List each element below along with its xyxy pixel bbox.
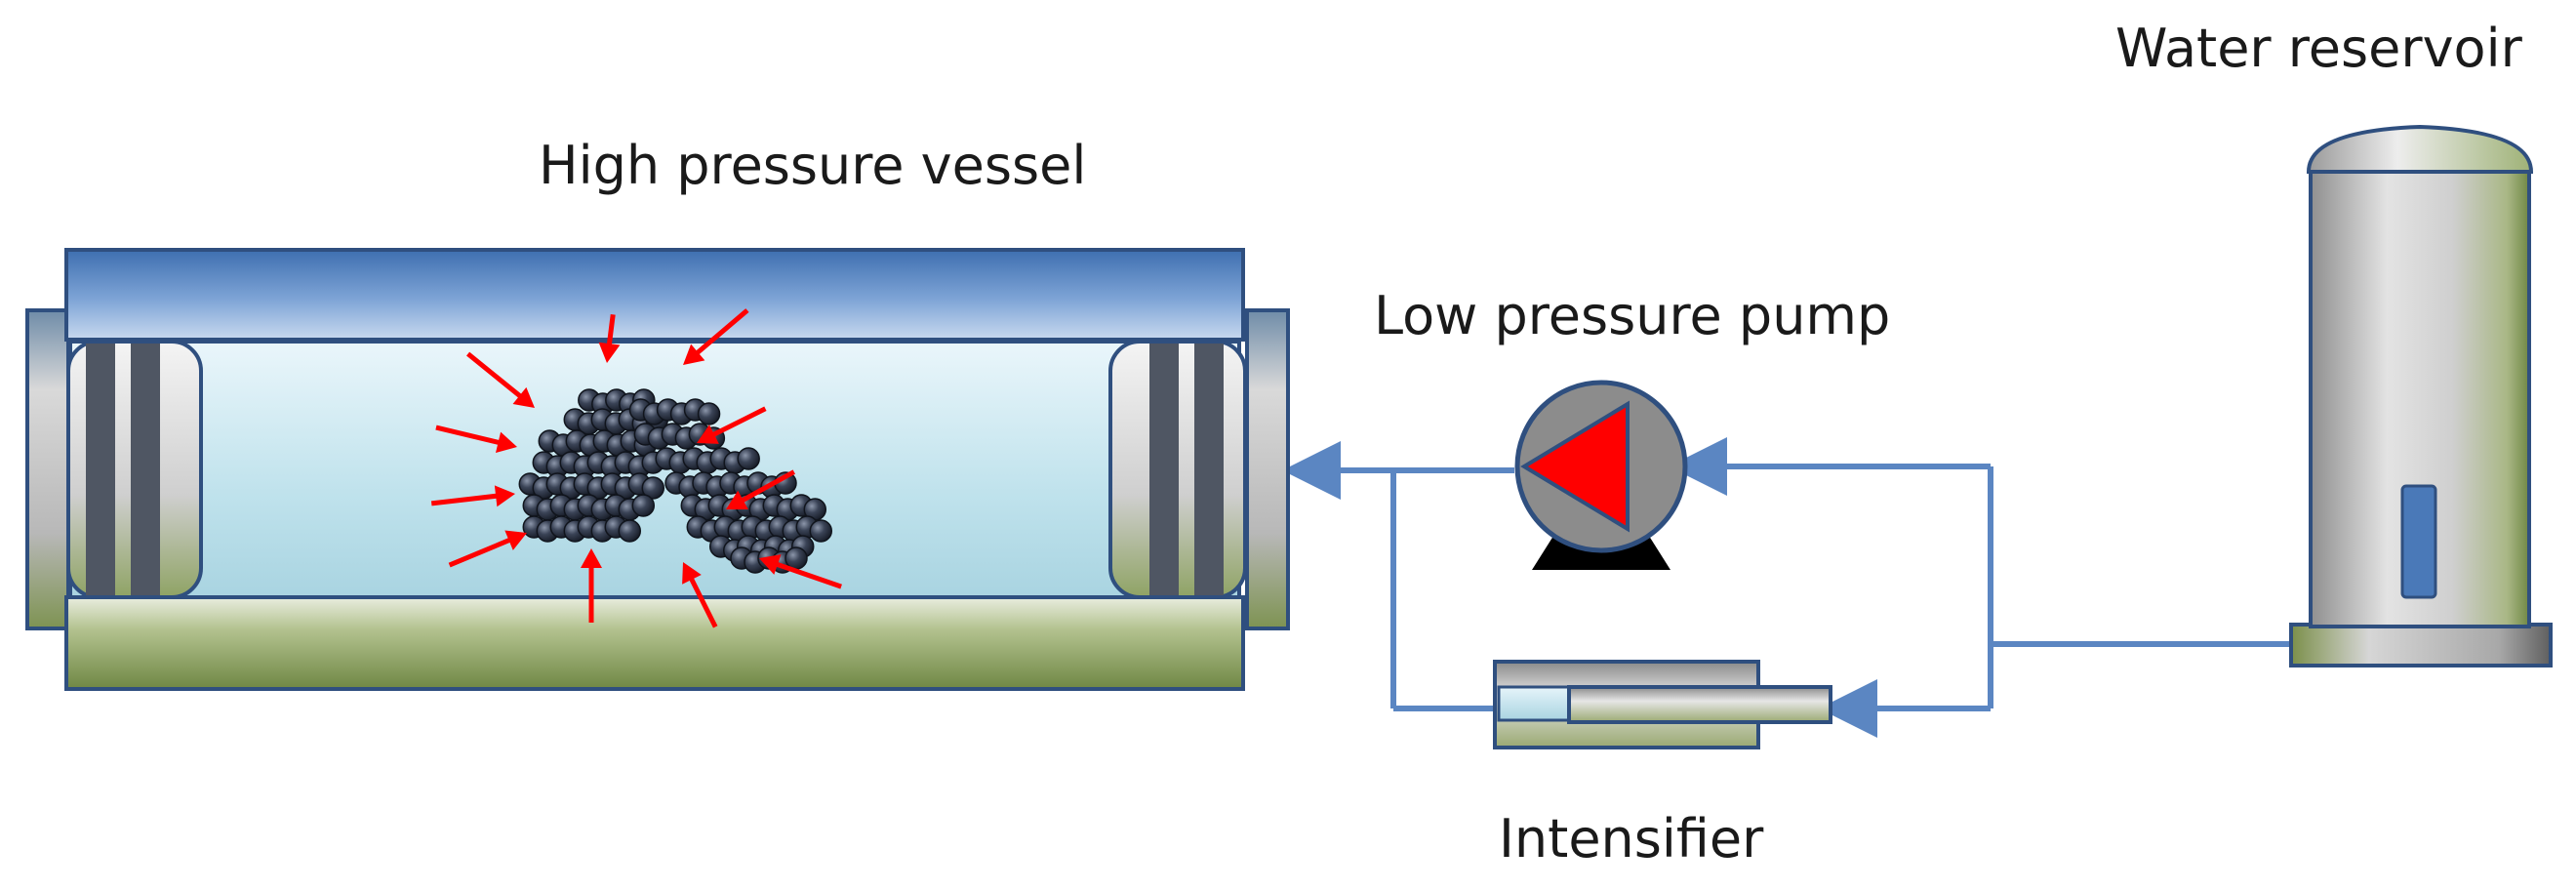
vessel-plug-right: [1108, 340, 1247, 599]
pressure-arrow-head: [682, 562, 702, 585]
pressure-arrow-shaft: [448, 534, 519, 568]
grape-berry: [785, 546, 808, 570]
pump-direction-arrow: [1520, 400, 1630, 533]
pressure-arrow-head: [697, 425, 719, 444]
pressure-arrow-shaft: [466, 351, 529, 404]
reservoir-base: [2289, 623, 2553, 668]
pressure-arrow-head: [759, 554, 782, 575]
pressure-arrows: [430, 308, 842, 628]
water-reservoir-icon: [2289, 124, 2553, 668]
pressure-arrow-head: [504, 530, 527, 550]
grape-berry: [631, 494, 656, 517]
vessel-end-cap-right: [1245, 308, 1290, 630]
pressure-arrow-head: [726, 490, 748, 509]
vessel-end-cap-left: [25, 308, 70, 630]
vessel-bottom-wall: [64, 595, 1245, 691]
pressure-arrow-head: [598, 342, 621, 363]
low-pressure-pump-icon: [1514, 380, 1688, 570]
pressure-arrow-shaft: [685, 569, 718, 628]
grape-berry: [809, 519, 833, 543]
pressure-arrow-head: [512, 386, 535, 408]
intensifier-label: Intensifier: [1499, 808, 1764, 870]
pressure-arrow-shaft: [689, 308, 749, 361]
pressure-arrow-shaft: [733, 469, 795, 507]
reservoir-level-window: [2400, 484, 2437, 599]
pressure-arrow-head: [495, 431, 517, 454]
pressure-arrow-head: [581, 548, 602, 568]
pressure-arrow-head: [494, 485, 515, 507]
intensifier-icon: [1493, 660, 1832, 749]
vessel-top-wall: [64, 248, 1245, 342]
grape-berry: [641, 476, 665, 500]
pressure-arrow-shaft: [704, 406, 767, 441]
vessel-plug-left: [66, 340, 203, 599]
reservoir-label: Water reservoir: [2115, 18, 2522, 79]
grape-cluster-icon: [518, 388, 833, 574]
pressure-arrow-shaft: [430, 492, 506, 506]
intensifier-piston-rod: [1567, 685, 1832, 724]
vessel-label: High pressure vessel: [539, 135, 1087, 196]
pressure-arrow-shaft: [435, 425, 508, 448]
high-pressure-vessel: [25, 248, 1290, 691]
grape-berry: [697, 402, 721, 425]
pump-label: Low pressure pump: [1374, 285, 1891, 346]
grape-berry: [618, 519, 642, 543]
pipe-network: [1282, 437, 2291, 738]
grape-berry: [737, 447, 760, 470]
pressure-arrow-head: [683, 344, 705, 365]
intensifier-water-chamber: [1497, 685, 1571, 722]
reservoir-dome: [2306, 124, 2534, 174]
pressure-arrow-shaft: [767, 558, 842, 589]
